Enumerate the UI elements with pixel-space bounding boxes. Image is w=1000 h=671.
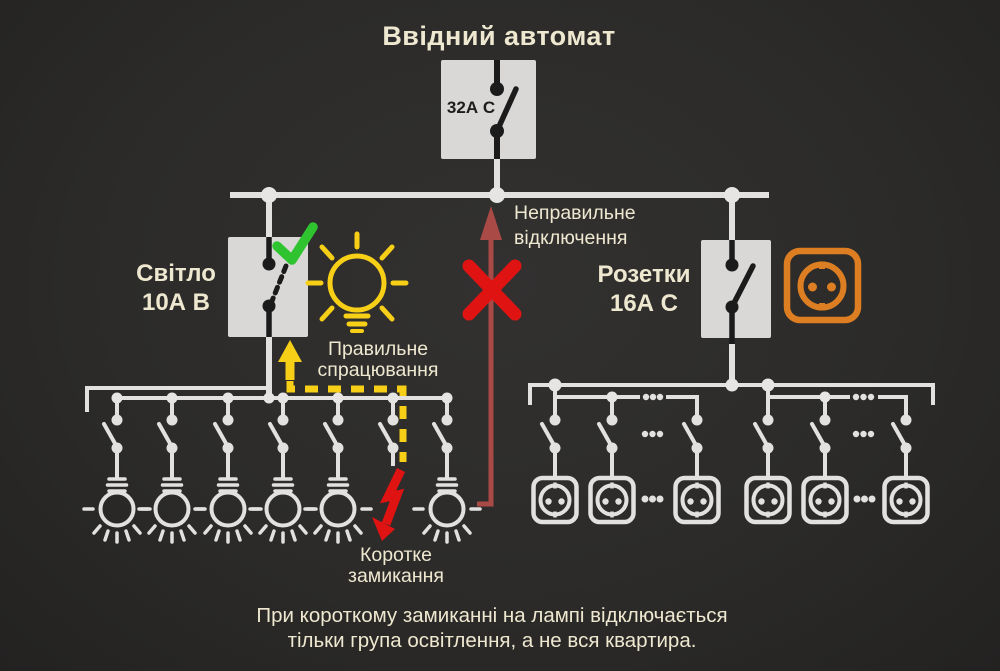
socket-switch-symbol — [891, 412, 914, 456]
lighting-group-label-line1: Світло — [136, 260, 216, 287]
socket-switch-symbol — [810, 412, 833, 456]
bulb-icon — [137, 451, 207, 544]
correct-trip-arrow — [278, 340, 407, 462]
light-switch-symbol — [378, 412, 401, 456]
light-switch-symbol — [157, 412, 180, 456]
lightning-icon — [372, 468, 406, 541]
continuation-dots — [641, 393, 876, 503]
socket-outlet-icon — [676, 453, 719, 522]
wrong-trip-label-line2: відключення — [514, 227, 628, 249]
lighting-group-label-line2: 10А В — [141, 289, 211, 316]
socket-branches — [534, 412, 928, 523]
caption-line2: тільки група освітлення, а не вся кварти… — [287, 629, 697, 652]
cross-icon — [462, 259, 522, 321]
main-breaker-symbol — [441, 60, 536, 159]
main-breaker-rating: 32А С — [446, 98, 496, 117]
light-switch-symbol — [323, 412, 346, 456]
light-switch-symbol — [213, 412, 236, 456]
sockets-group-label-line1: Розетки — [597, 261, 691, 288]
correct-trip-label-line2: спрацювання — [317, 359, 439, 381]
socket-switch-symbol — [540, 412, 563, 456]
highlight-socket-icon — [783, 247, 862, 324]
lighting-branches — [82, 412, 482, 544]
socket-outlet-icon — [534, 453, 577, 522]
socket-outlet-icon — [885, 453, 928, 522]
light-switch-symbol — [102, 412, 125, 456]
caption-line1: При короткому замиканні на лампі відключ… — [256, 604, 728, 627]
socket-outlet-icon — [804, 453, 847, 522]
check-icon — [272, 222, 318, 265]
short-circuit-label-line2: замикання — [348, 565, 444, 587]
junction-dots — [111, 187, 831, 404]
sockets-group-label-line2: 16А С — [609, 290, 679, 317]
bulb-icon — [193, 451, 263, 544]
wrong-trip-arrow — [477, 206, 502, 507]
socket-switch-symbol — [682, 412, 705, 456]
socket-outlet-icon — [591, 453, 634, 522]
bulb-icon — [412, 451, 482, 544]
highlight-bulb-icon — [305, 231, 409, 333]
bulb-icon — [303, 451, 373, 544]
socket-outlet-icon — [747, 453, 790, 522]
page-title: Ввідний автомат — [382, 21, 616, 51]
bulb-icon — [248, 451, 318, 544]
sockets-breaker-symbol — [701, 240, 771, 344]
light-switch-symbol — [432, 412, 455, 456]
correct-trip-label-line1: Правильне — [327, 338, 429, 360]
socket-switch-symbol — [597, 412, 620, 456]
light-switch-symbol — [268, 412, 291, 456]
wrong-trip-label-line1: Неправильне — [514, 202, 636, 224]
bulb-icon — [82, 451, 152, 544]
socket-switch-symbol — [753, 412, 776, 456]
short-circuit-label-line1: Коротке — [360, 544, 432, 566]
